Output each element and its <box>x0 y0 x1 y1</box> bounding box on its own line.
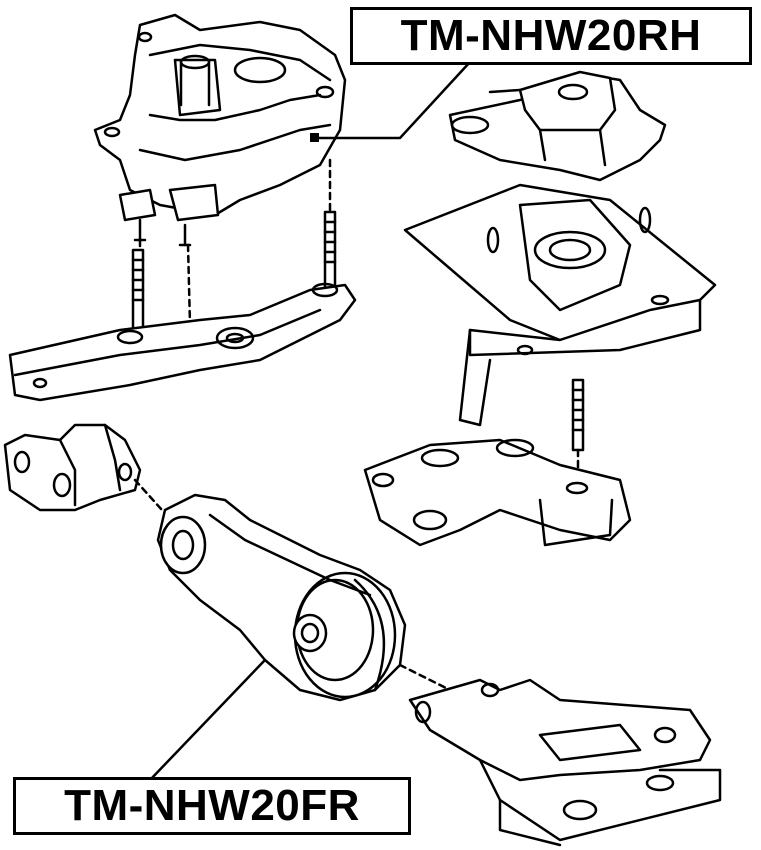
fr-small-bracket <box>5 425 140 510</box>
leader-line-fr <box>150 660 265 780</box>
rh-lower-bracket <box>10 284 355 400</box>
rh-lower-mount-bracket <box>365 440 630 545</box>
rh-stud-bolt <box>573 380 583 450</box>
dashed-guide-2 <box>188 245 190 325</box>
rh-insulator-top <box>450 72 665 180</box>
fr-torque-rod <box>158 495 405 700</box>
part-number-label-rh: TM-NHW20RH <box>350 7 752 65</box>
fr-mount-bracket <box>410 680 720 845</box>
rh-mount-upper-body <box>95 15 345 245</box>
rh-bracket-plate <box>405 185 715 425</box>
stud-bolt-right <box>325 212 335 292</box>
part-number-label-fr: TM-NHW20FR <box>13 777 411 835</box>
stud-bolt-left <box>133 250 143 330</box>
leader-line-rh <box>315 62 470 138</box>
